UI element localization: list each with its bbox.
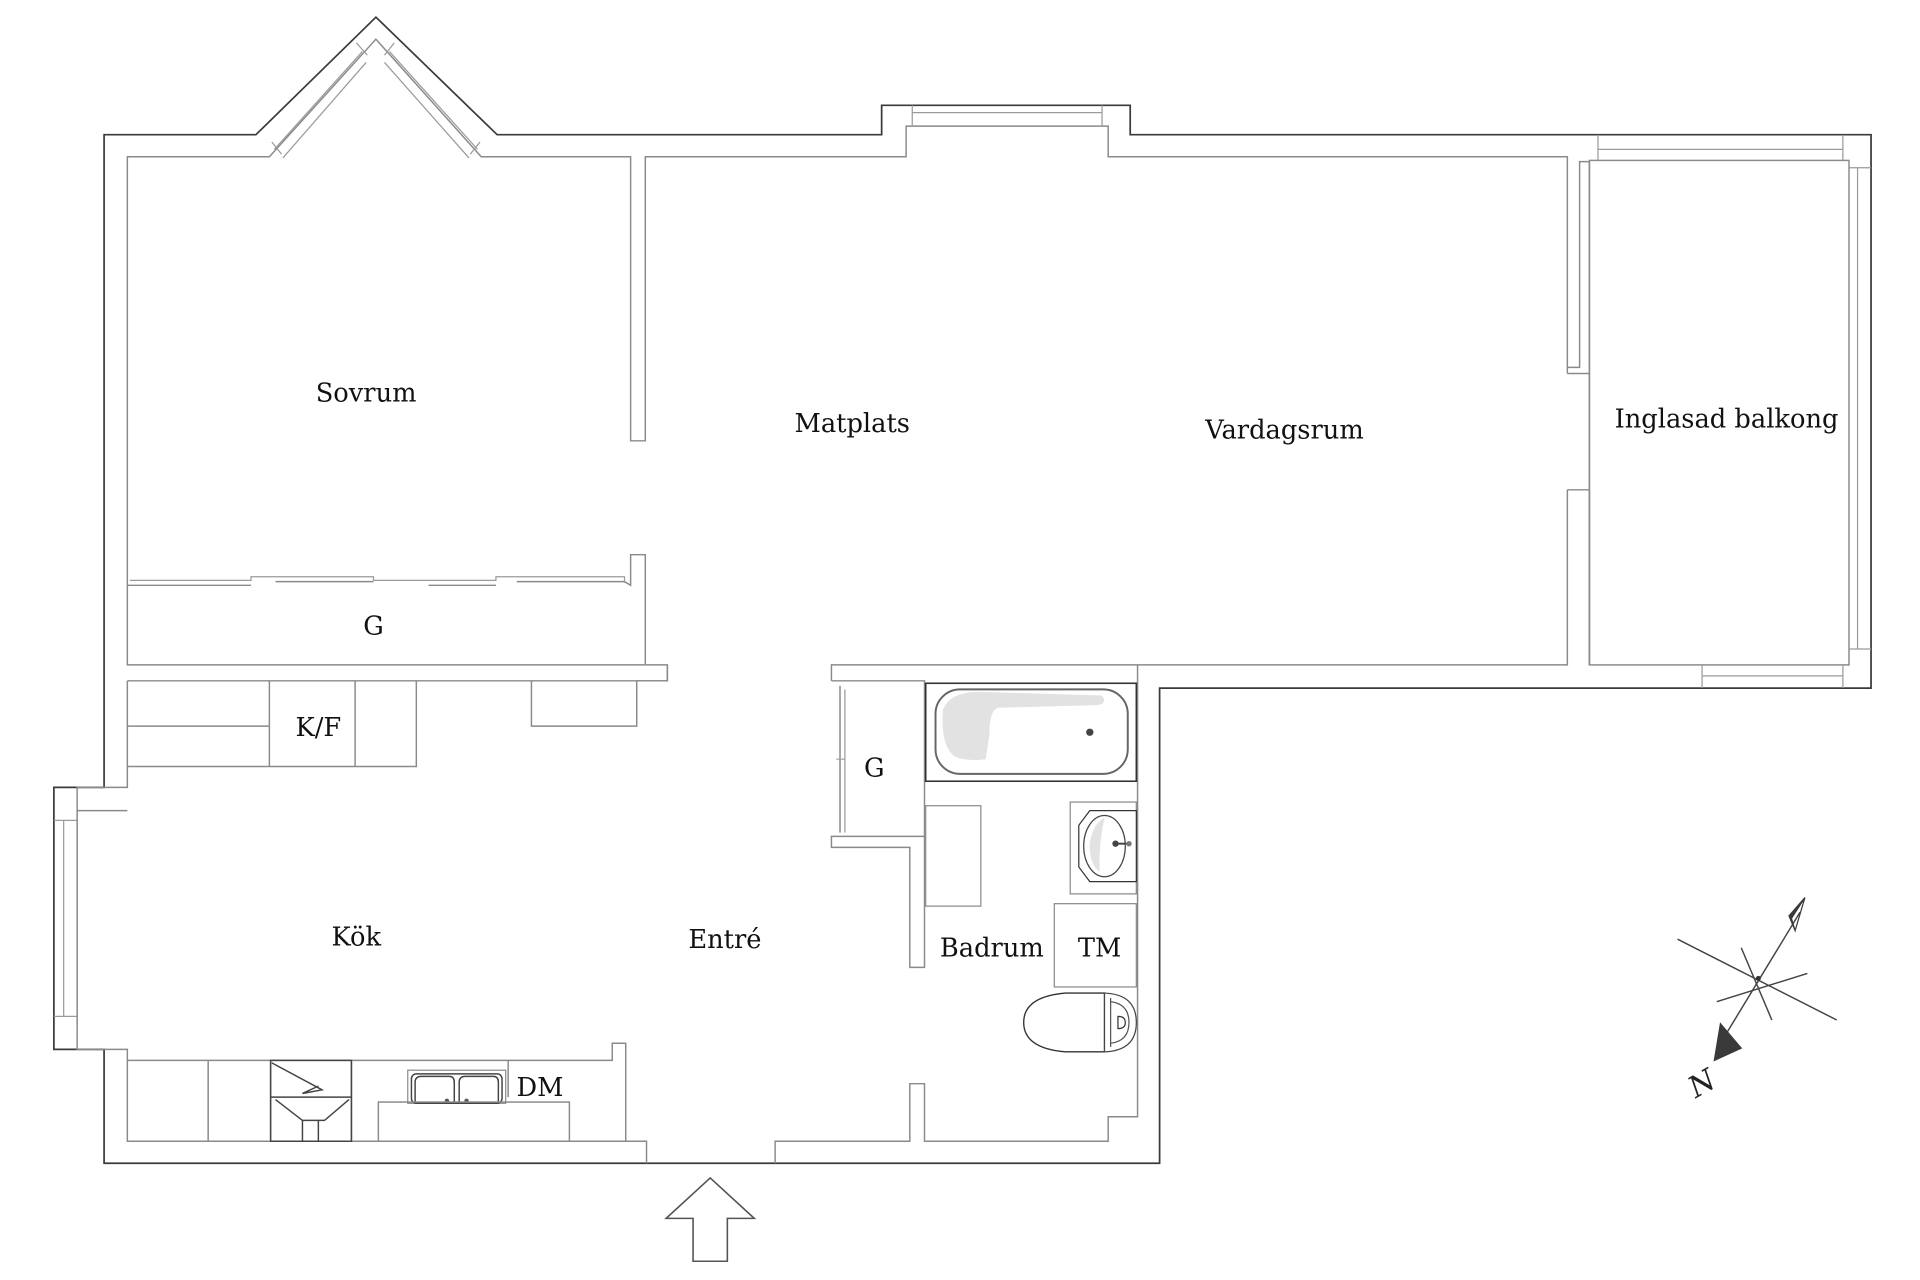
room-label-diskmaskin: DM [517,1073,564,1103]
compass-icon [1677,897,1838,1062]
room-label-kok: Kök [332,922,382,952]
room-label-tvattmaskin: TM [1078,933,1121,963]
room-label-entre: Entré [688,925,761,955]
room-label-vardagsrum: Vardagsrum [1204,415,1363,445]
wardrobe-sliding-doors [129,576,626,583]
compass-north-label: N [1681,1062,1722,1105]
wardrobe-bedroom [126,553,669,682]
bathroom-cabinet [925,805,982,907]
room-label-matplats: Matplats [795,409,911,439]
room-label-kyl-frys: K/F [296,713,342,743]
room-label-garderob-entre: G [864,753,885,783]
entrance-arrow [664,1176,757,1263]
room-label-garderob-sovrum: G [363,611,384,641]
balcony-glazing [1597,134,1872,689]
kitchen-island-counter [377,1101,571,1142]
bathtub-icon [924,682,1138,783]
toilet-icon [1023,992,1137,1053]
room-label-sovrum: Sovrum [316,379,417,409]
kitchen-left-inner [76,810,648,1164]
kitchen-window [53,810,78,1027]
entrance-wall [774,664,1139,1164]
bedroom-inner-wall [126,38,1591,665]
bay-window [271,42,481,159]
room-label-badrum: Badrum [940,933,1044,963]
wardrobe-hall-door [836,689,846,833]
balcony-rect [1588,159,1850,666]
top-window [911,105,1103,127]
kitchen-upper-wall [76,664,669,812]
outer-wall [53,15,1872,1165]
room-label-inglasad-balkong: Inglasad balkong [1615,404,1839,434]
bathroom-sink-icon [1069,801,1137,895]
washing-machine-box [1053,903,1137,988]
stove-icon [269,1059,353,1142]
kitchen-sink-icon [407,1069,507,1105]
